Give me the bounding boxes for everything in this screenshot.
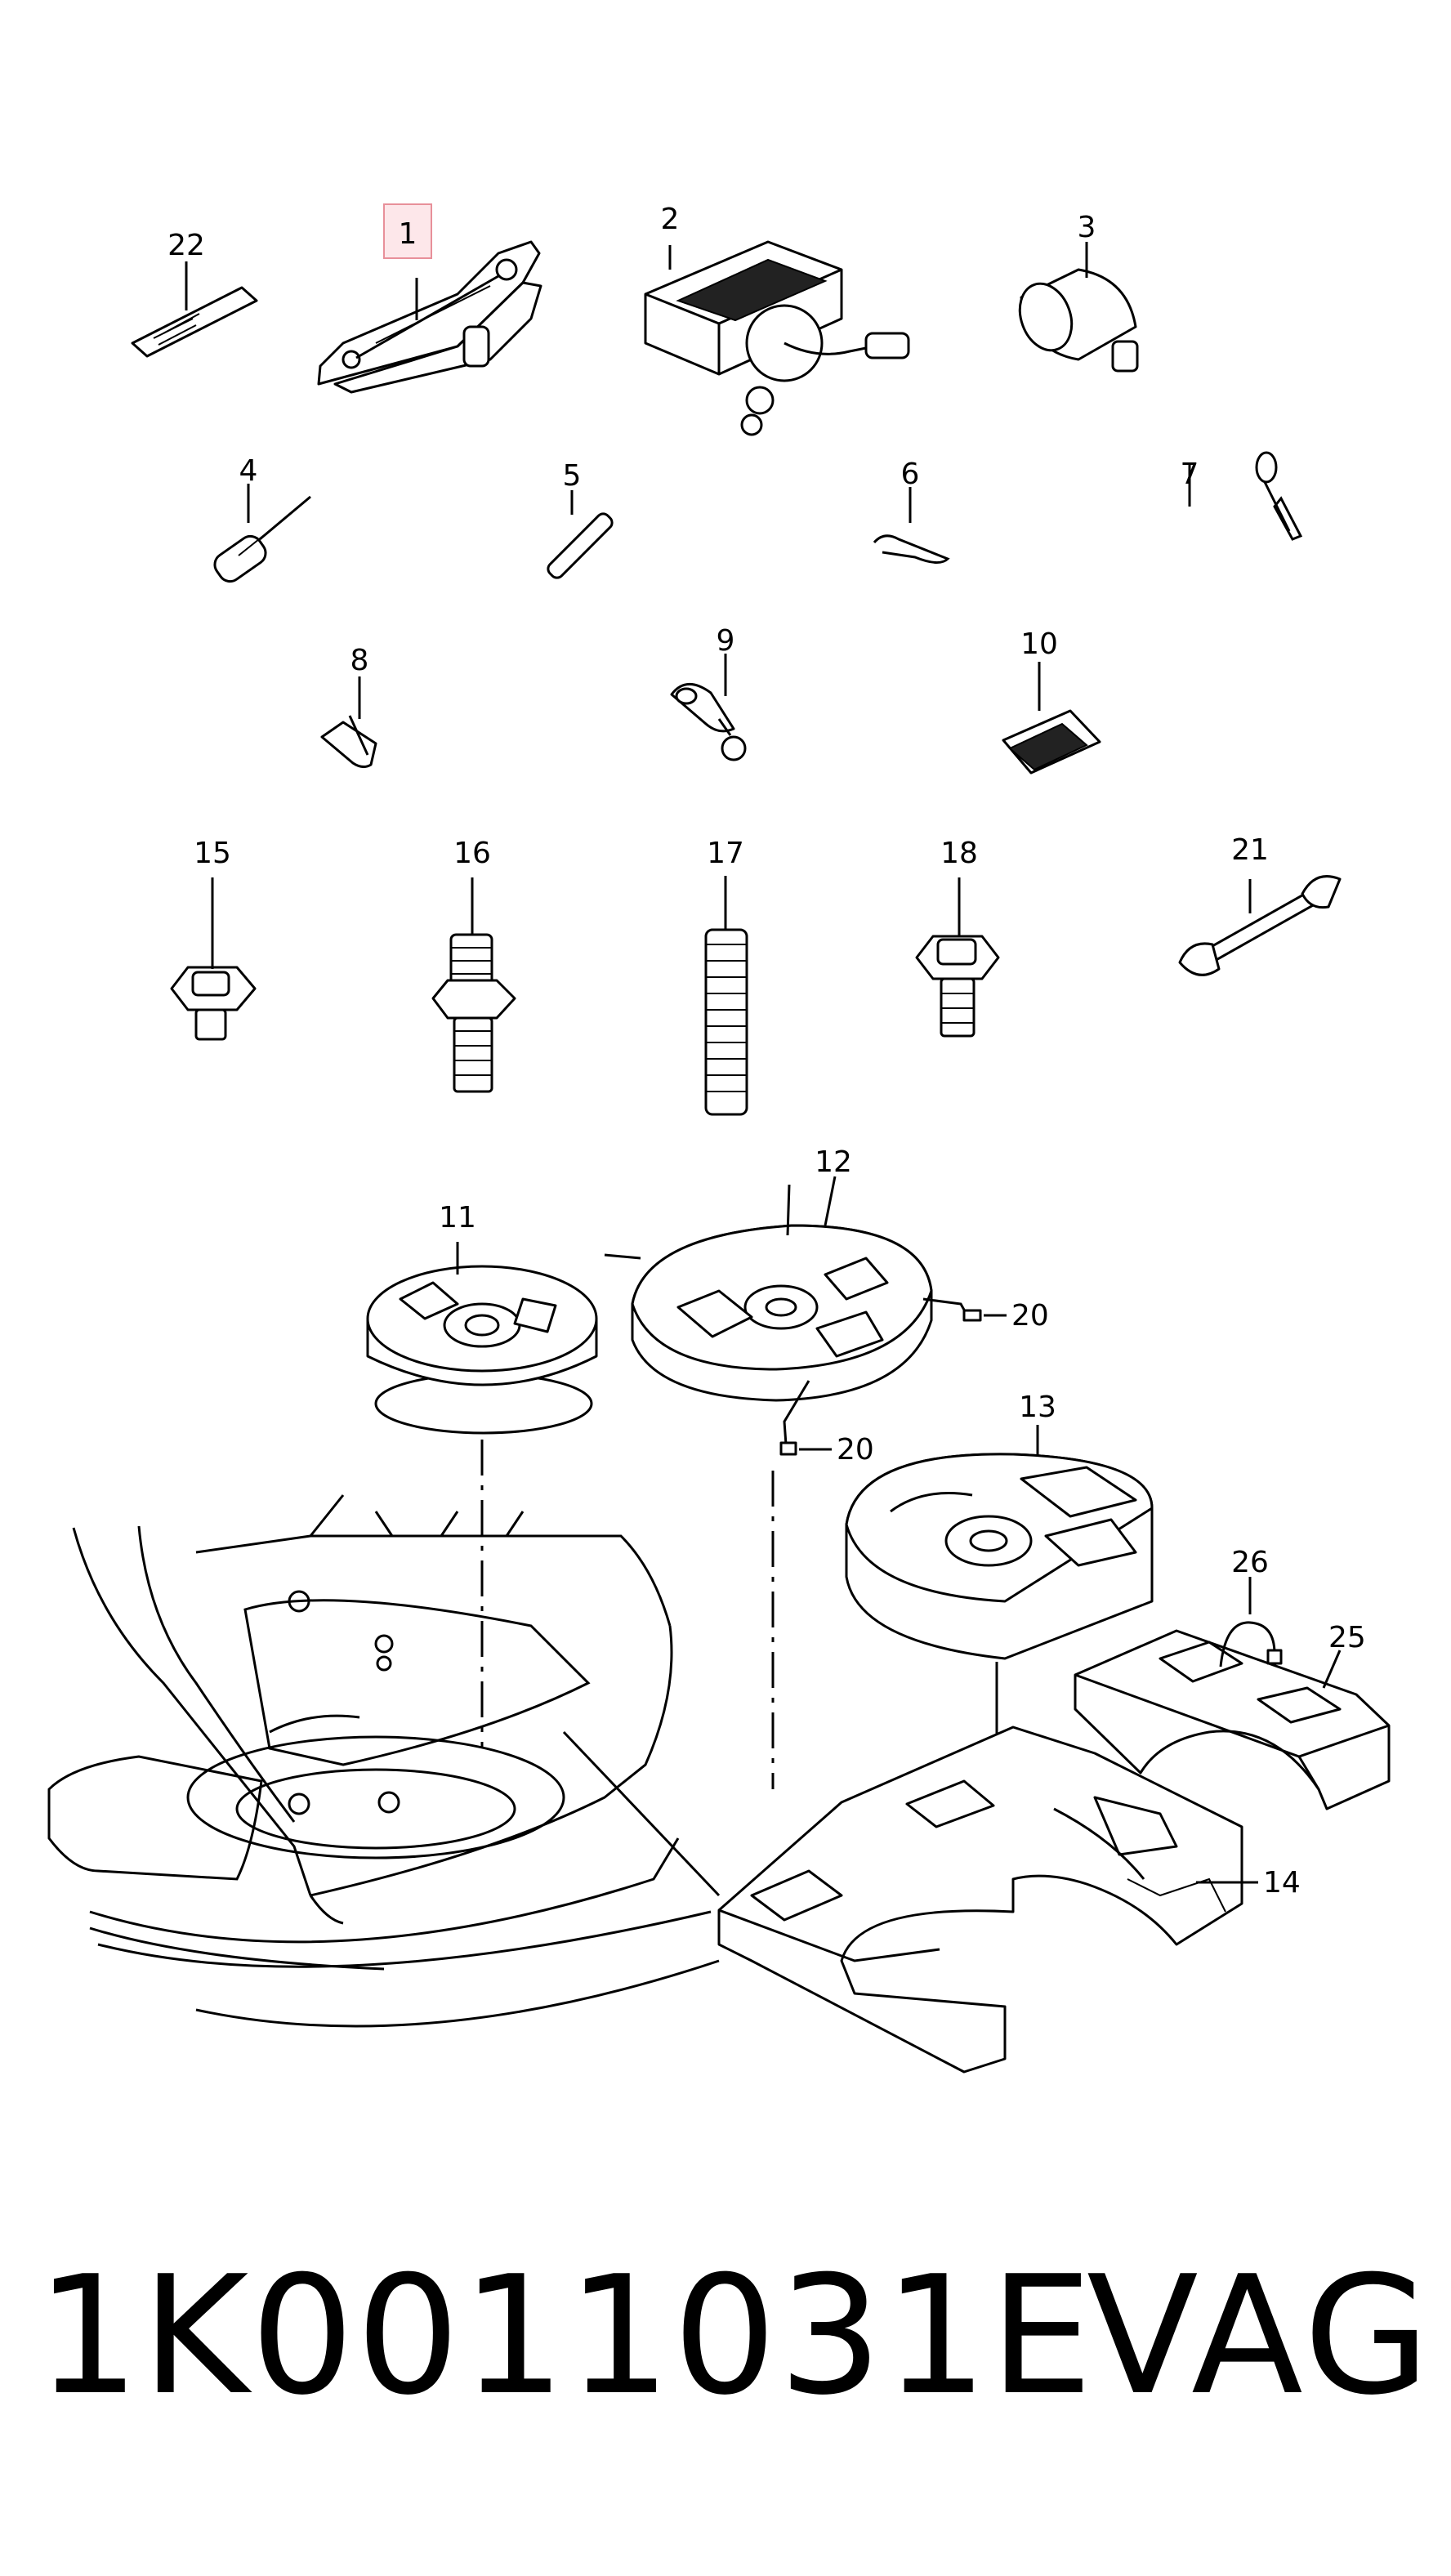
callout-14: 14	[1263, 1866, 1301, 1900]
brand-name: VAG	[1087, 2241, 1434, 2431]
callout-20a: 20	[1011, 1299, 1049, 1333]
parts-exploded-diagram: 22 1 2 3	[47, 203, 1391, 2074]
footer: 1K0011031E VAG	[0, 2239, 1451, 2451]
callout-21: 21	[1231, 833, 1269, 867]
part-25-side-tray: 25	[1074, 1621, 1391, 1810]
callout-12: 12	[815, 1145, 852, 1179]
callout-6: 6	[901, 458, 920, 491]
part-3-sealant-bottle: 3	[1018, 211, 1139, 373]
part-11-round-insert: 11	[366, 1201, 598, 1748]
callout-1-highlight-box	[383, 203, 432, 259]
callout-20b: 20	[837, 1433, 874, 1467]
part-17-long-bolt: 17	[704, 837, 748, 1116]
callout-15: 15	[194, 837, 231, 870]
callout-22: 22	[167, 229, 205, 262]
callout-18: 18	[940, 837, 978, 870]
part-1-jack: 1	[317, 203, 542, 394]
part-4-screwdriver: 4	[213, 454, 311, 583]
part-18-fixing-nut: 18	[915, 837, 1000, 1038]
part-16-threaded-bolt: 16	[431, 837, 516, 1093]
part-2-compressor: 2	[644, 203, 910, 436]
callout-16: 16	[453, 837, 491, 870]
callout-1: 1	[399, 217, 417, 251]
callout-25: 25	[1328, 1621, 1366, 1654]
callout-26: 26	[1231, 1546, 1269, 1579]
part-9-towing-eye: 9	[670, 624, 747, 761]
part-6-clip: 6	[873, 458, 950, 564]
callout-7: 7	[1181, 458, 1199, 491]
part-7-wheel-brace: 7	[1127, 451, 1303, 587]
part-12-tool-tray: 12 20 20	[604, 1145, 1049, 1789]
callout-10: 10	[1020, 627, 1058, 661]
part-22-label-sticker: 22	[131, 229, 258, 358]
part-13-wheel-cover: 13	[845, 1391, 1154, 1887]
part-15-fixing-nut: 15	[170, 837, 257, 1041]
part-10-pack: 10	[1002, 627, 1101, 775]
part-5-centering-pin: 5	[547, 459, 614, 579]
part-14-floor-tray: 14	[717, 1726, 1301, 2074]
callout-11: 11	[439, 1201, 476, 1234]
part-21-spanner: 21	[1178, 833, 1342, 976]
callout-5: 5	[563, 459, 582, 493]
callout-3: 3	[1078, 211, 1096, 244]
callout-8: 8	[350, 644, 369, 677]
part-8-hook: 8	[320, 644, 377, 769]
callout-17: 17	[707, 837, 744, 870]
callout-2: 2	[661, 203, 680, 236]
vehicle-boot-outline	[47, 1494, 721, 2028]
part-number: 1K0011031E	[36, 2241, 1095, 2431]
callout-9: 9	[717, 624, 735, 658]
part-26-wiring: 26	[1219, 1546, 1283, 1667]
callout-13: 13	[1019, 1391, 1056, 1424]
callout-4: 4	[239, 454, 258, 488]
